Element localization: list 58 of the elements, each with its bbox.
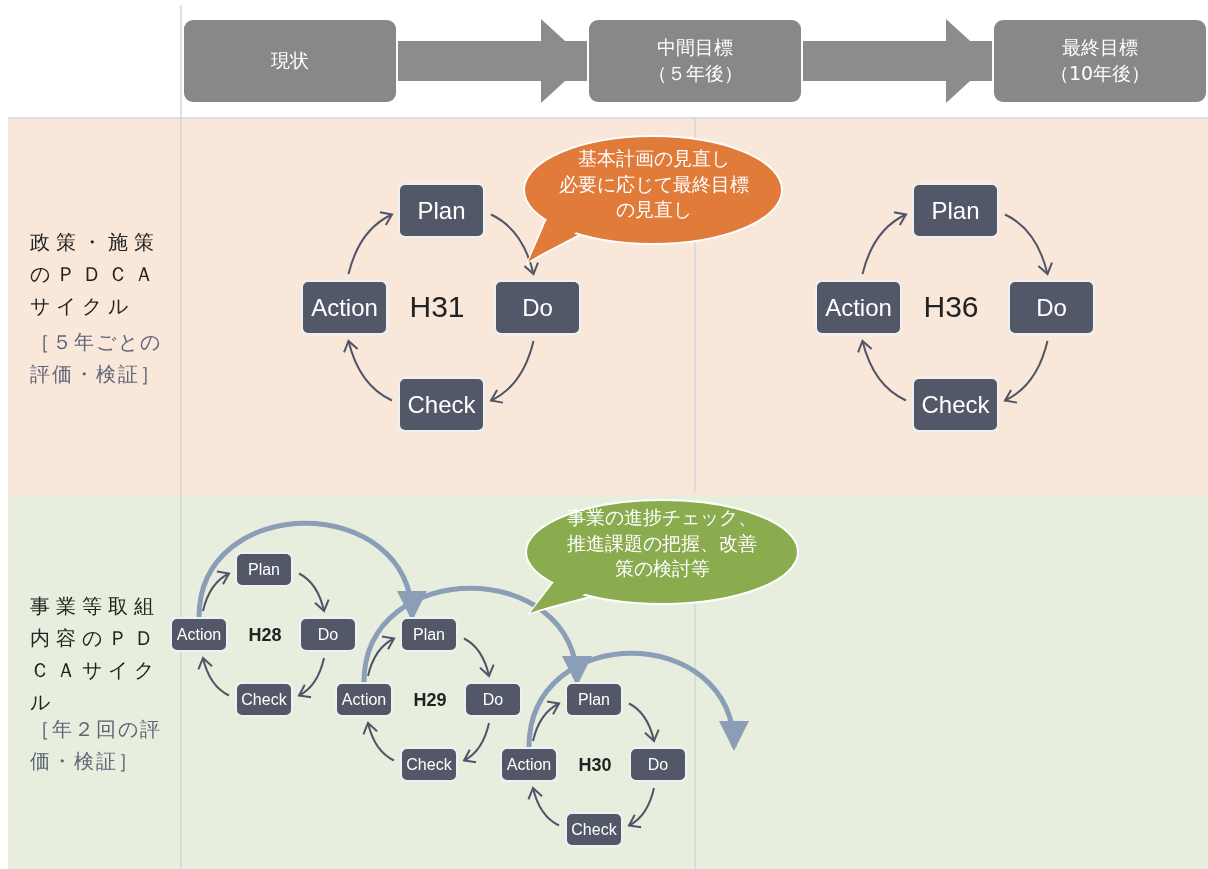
cycle-arrow bbox=[362, 722, 395, 762]
cycle-arrow bbox=[298, 572, 330, 612]
cycle-arrow bbox=[628, 787, 655, 828]
row-note: ［年２回の評価・検証］ bbox=[30, 716, 163, 775]
pdca-step-box: Check bbox=[398, 377, 485, 432]
cycle-arrow bbox=[490, 340, 535, 404]
cycle-arrow bbox=[532, 701, 560, 742]
cycle-arrow bbox=[527, 787, 560, 827]
bubble-text: 必要に応じて最終目標の見直し bbox=[558, 171, 750, 223]
pdca-step-box: Action bbox=[815, 280, 902, 335]
year-label: H36 bbox=[923, 290, 979, 324]
pdca-step-box: Do bbox=[629, 747, 687, 782]
cycle-arrow bbox=[490, 213, 539, 275]
cycle-arrow bbox=[628, 702, 660, 742]
row-heading: 事業等取組内容のＰＤＣＡサイクル bbox=[30, 593, 161, 716]
cycle-arrow bbox=[202, 571, 230, 612]
cycle-arrow bbox=[463, 637, 495, 677]
pdca-step-box: Do bbox=[494, 280, 581, 335]
pdca-step-box: Check bbox=[912, 377, 999, 432]
year-label: H30 bbox=[578, 754, 612, 776]
cycle-arrow bbox=[463, 722, 490, 763]
row-band bbox=[8, 495, 1208, 869]
pdca-step-box: Action bbox=[170, 617, 228, 652]
block-arrow bbox=[803, 19, 992, 103]
year-label: H29 bbox=[413, 689, 447, 711]
year-label: H31 bbox=[409, 290, 465, 324]
pdca-step-box: Action bbox=[335, 682, 393, 717]
year-label: H28 bbox=[248, 624, 282, 646]
stage-box: 最終目標（10年後） bbox=[994, 20, 1206, 102]
cycle-arrow bbox=[1004, 213, 1053, 275]
row-heading: 政策・施策のＰＤＣＡサイクル bbox=[30, 229, 161, 320]
pdca-step-box: Check bbox=[565, 812, 623, 847]
pdca-step-box: Check bbox=[235, 682, 293, 717]
stage-box: 中間目標（５年後） bbox=[589, 20, 801, 102]
row-note: ［５年ごとの評価・検証］ bbox=[30, 329, 163, 388]
cycle-arrow bbox=[1004, 340, 1049, 404]
block-arrow bbox=[398, 19, 587, 103]
pdca-step-box: Action bbox=[500, 747, 558, 782]
pdca-step-box: Check bbox=[400, 747, 458, 782]
pdca-step-box: Plan bbox=[235, 552, 293, 587]
stage-box: 現状 bbox=[184, 20, 396, 102]
pdca-step-box: Plan bbox=[565, 682, 623, 717]
cycle-arrow bbox=[857, 340, 907, 402]
cycle-arrow bbox=[347, 211, 393, 275]
cycle-arrow bbox=[197, 657, 230, 697]
pdca-step-box: Plan bbox=[398, 183, 485, 238]
pdca-step-box: Do bbox=[299, 617, 357, 652]
pdca-step-box: Action bbox=[301, 280, 388, 335]
pdca-step-box: Do bbox=[1008, 280, 1095, 335]
pdca-step-box: Do bbox=[464, 682, 522, 717]
cycle-arrow bbox=[367, 636, 395, 677]
bubble-text: 基本計画の見直し bbox=[577, 146, 731, 171]
cycle-arrow bbox=[343, 340, 393, 402]
cycle-arrow bbox=[298, 657, 325, 698]
pdca-step-box: Plan bbox=[912, 183, 999, 238]
pdca-step-box: Plan bbox=[400, 617, 458, 652]
cycle-arrow bbox=[861, 211, 907, 275]
curved-arrow bbox=[526, 650, 746, 751]
